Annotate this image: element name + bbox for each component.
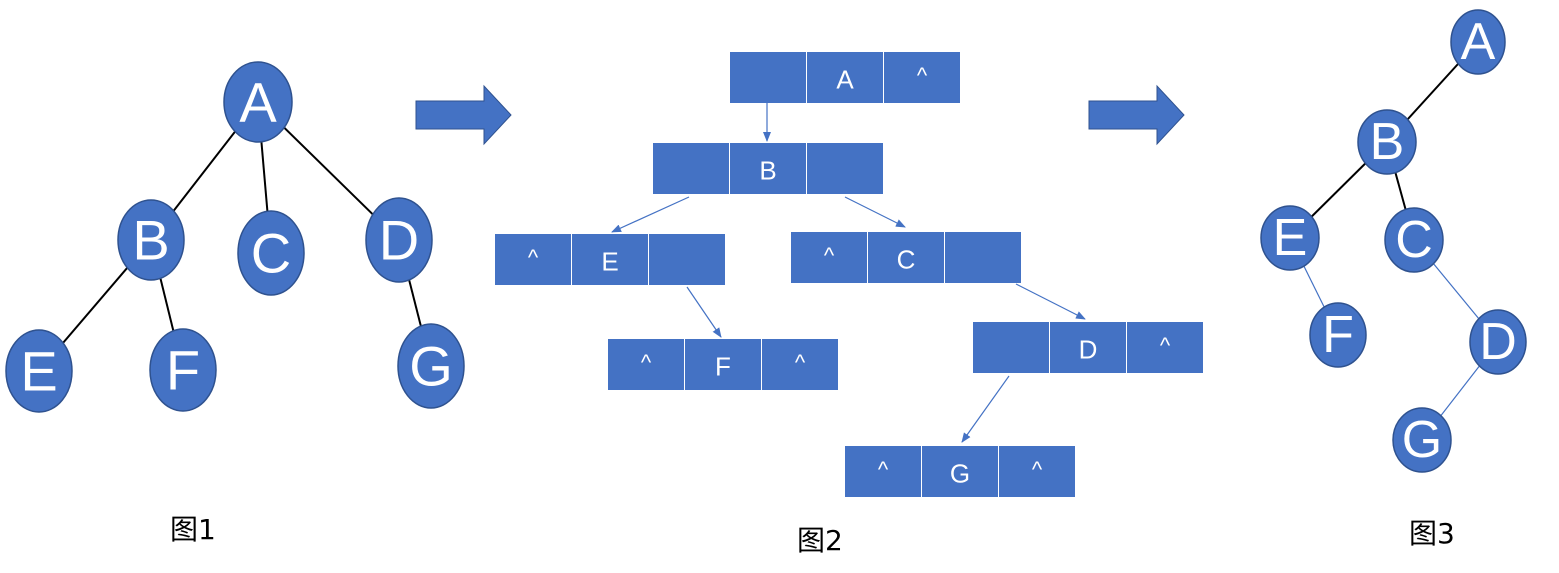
null-pointer-symbol: ^ xyxy=(1032,457,1043,482)
fig1-node-e-label: E xyxy=(20,340,57,403)
fig2-record-f-cell-0 xyxy=(608,339,684,390)
fig1-node-b-label: B xyxy=(132,209,169,272)
null-pointer-symbol: ^ xyxy=(795,350,806,375)
fig3-node-f: F xyxy=(1309,302,1367,368)
fig2-record-e-cell-2 xyxy=(649,234,725,285)
fig2-record-g-cell-1 xyxy=(922,446,998,497)
figure1-caption: 图1 xyxy=(170,513,216,546)
fig3-node-f-label: F xyxy=(1322,306,1354,364)
fig2-record-e: ^E xyxy=(495,234,725,285)
fig2-record-b-cell-0 xyxy=(653,143,729,194)
fig2-pointer-d-g xyxy=(961,375,1010,443)
fig3-node-a-label: A xyxy=(1461,13,1496,71)
fig2-record-c-cell-2 xyxy=(945,232,1021,283)
fig2-record-e-cell-1 xyxy=(572,234,648,285)
fig1-node-c: C xyxy=(237,210,305,296)
fig3-node-d-label: D xyxy=(1479,313,1517,371)
fig3-node-b: B xyxy=(1357,109,1417,175)
fig2-record-g-cell-0 xyxy=(845,446,921,497)
transform-arrow-1 xyxy=(415,84,512,146)
fig2-record-a-label: A xyxy=(836,65,854,95)
fig2-record-f-cell-1 xyxy=(685,339,761,390)
null-pointer-symbol: ^ xyxy=(917,63,928,88)
fig2-record-b-cell-2 xyxy=(807,143,883,194)
fig2-record-f: ^ F ^ xyxy=(608,339,838,390)
fig3-node-e: E xyxy=(1260,205,1320,271)
null-pointer-symbol: ^ xyxy=(824,243,835,268)
fig1-node-a-label: A xyxy=(239,71,277,134)
fig2-record-d-label: D xyxy=(1079,335,1098,365)
fig2-record-f-label: F xyxy=(715,352,731,382)
fig2-record-d: D^ xyxy=(973,322,1203,373)
fig2-record-e-label: E xyxy=(601,247,618,277)
fig2-pointer-c-d xyxy=(1015,283,1086,320)
fig1-node-d: D xyxy=(365,197,433,283)
fig2-record-c-cell-1 xyxy=(868,232,944,283)
fig2-record-e-cell-0 xyxy=(495,234,571,285)
fig1-node-g: G xyxy=(397,323,465,409)
null-pointer-symbol: ^ xyxy=(528,245,539,270)
fig2-record-b-label: B xyxy=(759,156,776,186)
fig3-node-d: D xyxy=(1469,309,1527,375)
fig2-pointer-b-c xyxy=(844,196,906,228)
fig2-pointer-b-e xyxy=(611,196,690,233)
fig1-node-f: F xyxy=(149,328,217,412)
transform-arrow-2 xyxy=(1088,84,1185,146)
fig1-node-g-label: G xyxy=(409,335,453,398)
fig2-pointer-e-f xyxy=(686,286,722,338)
fig1-node-b: B xyxy=(117,199,185,281)
fig2-record-f-cell-2 xyxy=(762,339,838,390)
fig2-record-g-label: G xyxy=(950,459,970,489)
fig1-node-e: E xyxy=(5,329,73,413)
fig2-record-a-cell-1 xyxy=(807,52,883,103)
fig2-record-g-cell-2 xyxy=(999,446,1075,497)
fig2-record-d-cell-0 xyxy=(973,322,1049,373)
null-pointer-symbol: ^ xyxy=(641,350,652,375)
fig1-node-f-label: F xyxy=(166,339,200,402)
fig2-record-b: B xyxy=(653,143,883,194)
null-pointer-symbol: ^ xyxy=(878,457,889,482)
figure2-caption: 图2 xyxy=(797,524,843,557)
fig3-node-e-label: E xyxy=(1273,209,1308,267)
fig3-node-g-label: G xyxy=(1402,411,1442,469)
fig2-record-d-cell-1 xyxy=(1050,322,1126,373)
fig2-record-c-label: C xyxy=(897,245,916,275)
fig3-node-a: A xyxy=(1450,9,1506,75)
fig1-node-c-label: C xyxy=(251,222,291,285)
fig2-record-c-cell-0 xyxy=(791,232,867,283)
fig2-record-a: A^ xyxy=(730,52,960,103)
fig2-record-a-cell-2 xyxy=(884,52,960,103)
fig1-node-a: A xyxy=(223,61,293,143)
fig3-node-c-label: C xyxy=(1395,211,1433,269)
fig2-record-d-cell-2 xyxy=(1127,322,1203,373)
fig2-record-b-cell-1 xyxy=(730,143,806,194)
fig1-node-d-label: D xyxy=(379,209,419,272)
fig2-record-g: ^ G ^ xyxy=(845,446,1075,497)
null-pointer-symbol: ^ xyxy=(1160,333,1171,358)
fig3-node-b-label: B xyxy=(1370,113,1405,171)
fig3-node-g: G xyxy=(1392,407,1452,473)
fig2-record-a-cell-0 xyxy=(730,52,806,103)
figure3-caption: 图3 xyxy=(1409,517,1455,550)
fig2-record-c: ^C xyxy=(791,232,1021,283)
fig3-node-c: C xyxy=(1384,207,1444,273)
